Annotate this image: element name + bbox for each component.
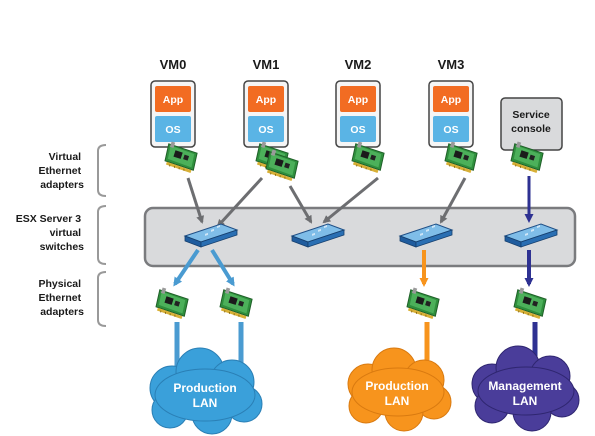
pnic-0-icon [155,286,189,320]
svg-text:Physical Ethernet: Physical Ethernet adapters [38,278,84,318]
side-label-physical-adapters-1: Physical [38,278,81,290]
cloud-purple-label-1: Management [488,379,561,393]
vm0-app-box [155,86,191,112]
vm-titles: VM0 VM1 VM2 VM3 [160,57,465,72]
side-labels: Virtual Ethernet adapters ESX Server 3 v… [16,144,107,327]
link-switch0-pnic0 [173,248,200,287]
vm3-app-box [433,86,469,112]
pnic-2-icon [406,286,440,320]
switch-to-pnic-links [173,248,534,287]
cloud-orange-icon [347,347,452,432]
lan-cloud-production-orange: Production LAN [347,347,452,432]
vm0-os-label: OS [165,124,180,136]
cloud-orange-label-2: LAN [385,394,410,408]
cloud-blue-icon [149,347,263,435]
side-label-physical-adapters-2: Ethernet [38,292,81,304]
service-console-label-1: Service [512,109,550,121]
cloud-blue-label-2: LAN [193,396,218,410]
vm1-title: VM1 [253,57,280,72]
bracket-physical-adapters [97,271,107,327]
vm0-title: VM0 [160,57,187,72]
vm3: App OS [428,80,474,148]
bracket-virtual-adapters [97,144,107,197]
vm2-app-label: App [348,94,368,106]
side-label-virtual-adapters-2: Ethernet [38,165,81,177]
vm0-app-label: App [163,94,183,106]
pnic-3-icon [513,286,547,320]
vm3-title: VM3 [438,57,465,72]
cloud-blue-label-1: Production [173,381,236,395]
pnic-to-lan-links [174,322,538,366]
vm1: App OS [243,80,289,148]
link-vm3-switch [439,177,467,224]
vnic-to-switch-links [186,176,534,228]
vm2-os-box [340,116,376,142]
pnic-1-icon [219,286,253,320]
link-vm2-switch [322,176,379,224]
vm1-os-label: OS [258,124,273,136]
cloud-orange-label-1: Production [365,379,428,393]
lan-cloud-management: Management LAN [471,345,580,432]
side-label-physical-adapters-3: adapters [40,306,84,318]
link-vm1a-switch [216,176,264,228]
svg-text:Virtual Ethernet a: Virtual Ethernet adapters [38,151,84,191]
cloud-purple-label-2: LAN [513,394,538,408]
side-label-virtual-switches-2: virtual [50,227,82,239]
vm1-app-label: App [256,94,276,106]
service-console: Service console [500,97,563,151]
link-switch0-pnic1 [210,248,235,287]
side-label-virtual-switches-1: ESX Server 3 [16,213,82,225]
vm2-os-label: OS [350,124,365,136]
link-vm1b-switch [288,185,313,224]
service-console-label-2: console [511,123,551,135]
vm0-os-box [155,116,191,142]
side-label-virtual-switches-3: switches [40,241,85,253]
svg-text:ESX Server 3 virtual: ESX Server 3 virtual switches [16,213,84,253]
link-vm0-switch [186,177,204,224]
virtual-switch-panel [143,206,577,268]
lan-cloud-production-blue: Production LAN [149,347,263,435]
vm2-app-box [340,86,376,112]
vm3-os-box [433,116,469,142]
vm1-app-box [248,86,284,112]
side-label-virtual-adapters-1: Virtual [49,151,82,163]
physical-nics [155,286,547,320]
vm2: App OS [335,80,381,148]
side-label-virtual-adapters-3: adapters [40,179,84,191]
cloud-purple-icon [471,345,580,432]
vm1-os-box [248,116,284,142]
vm2-title: VM2 [345,57,372,72]
vm0: App OS [150,80,196,148]
bracket-virtual-switches [97,205,107,265]
vm3-os-label: OS [443,124,458,136]
vm3-app-label: App [441,94,461,106]
